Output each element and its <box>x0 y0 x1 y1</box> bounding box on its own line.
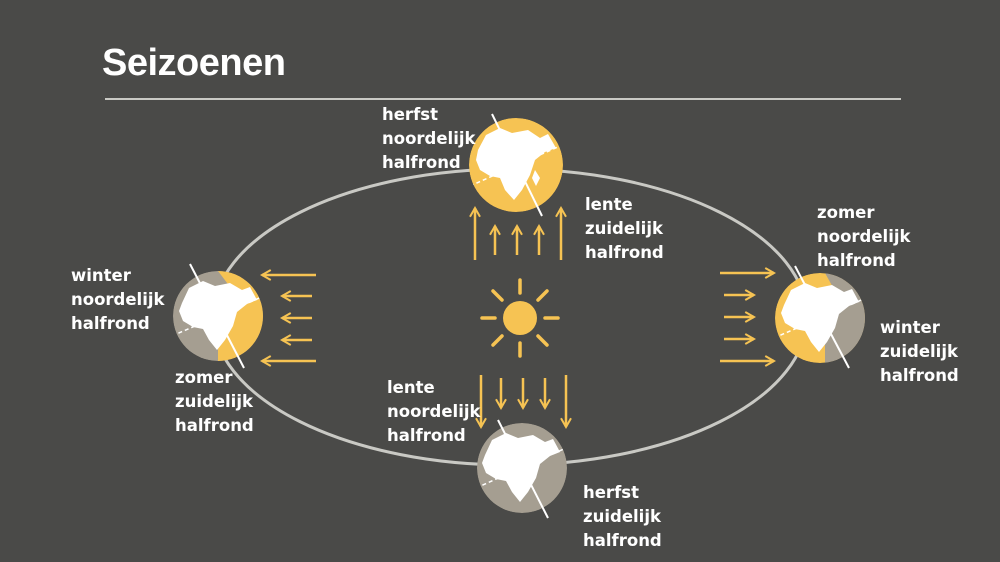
earth-axis-top <box>491 113 543 217</box>
earth-globe-right <box>775 273 865 363</box>
label-bottom-north: lente noordelijk halfrond <box>387 378 481 445</box>
label-left-south: zomer zuidelijk halfrond <box>175 368 254 435</box>
sunlight-arrows-right <box>720 267 777 367</box>
sunlight-arrows-left <box>259 269 316 367</box>
sun-icon <box>480 278 560 358</box>
page-title: Seizoenen <box>102 42 286 84</box>
sunlight-arrows-up <box>469 205 567 260</box>
label-left-north: winter noordelijk halfrond <box>71 266 165 333</box>
label-top-south: lente zuidelijk halfrond <box>585 195 664 262</box>
label-right-north: zomer noordelijk halfrond <box>817 203 911 270</box>
sunlight-arrows-down <box>475 375 572 430</box>
earth-axis-bottom <box>497 419 549 519</box>
title-divider <box>105 98 901 100</box>
earth-axis-right <box>794 265 850 369</box>
earth-axis-left <box>189 263 245 369</box>
label-bottom-south: herfst zuidelijk halfrond <box>583 483 662 550</box>
label-right-south: winter zuidelijk halfrond <box>880 318 959 385</box>
label-top-north: herfst noordelijk halfrond <box>382 105 476 172</box>
